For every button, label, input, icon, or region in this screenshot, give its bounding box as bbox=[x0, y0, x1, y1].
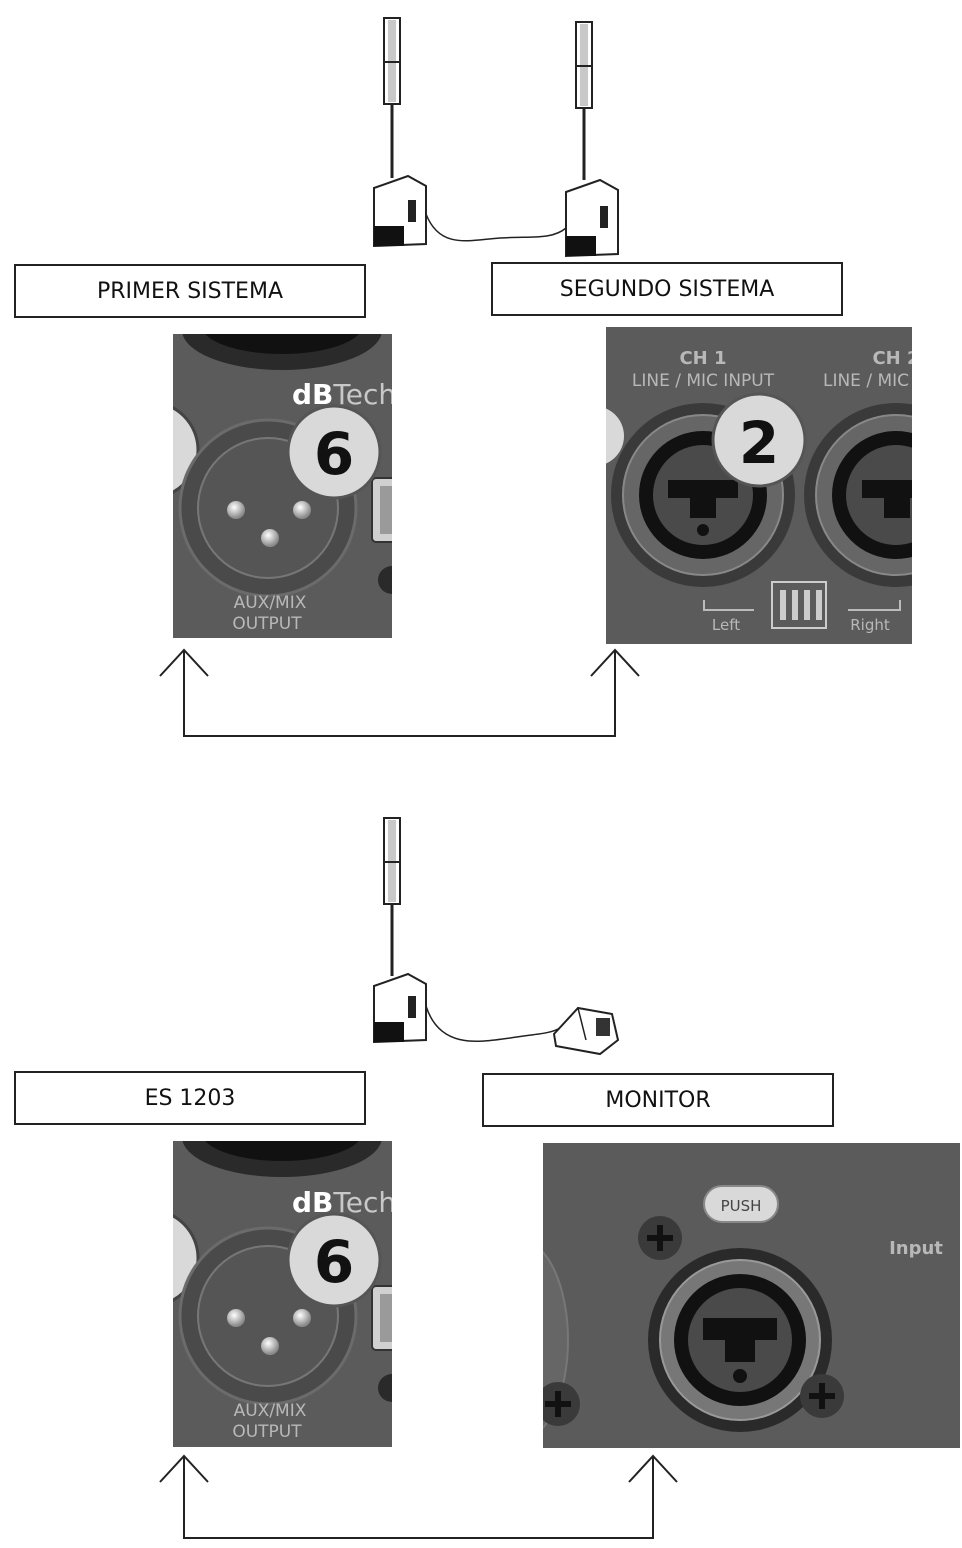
label-es-1203: ES 1203 bbox=[14, 1071, 366, 1125]
aux-output-label-line1-top: AUX/MIX bbox=[234, 593, 307, 613]
plus-icon-upper bbox=[647, 1225, 673, 1251]
label-primer-sistema-text: PRIMER SISTEMA bbox=[97, 278, 283, 304]
number-badge-2: 2 bbox=[739, 409, 779, 477]
label-primer-sistema: PRIMER SISTEMA bbox=[14, 264, 366, 318]
right-channel-label: Right bbox=[850, 616, 890, 634]
label-es-1203-text: ES 1203 bbox=[144, 1085, 236, 1111]
number-badge-6-top: 6 bbox=[314, 420, 354, 488]
brand-logo-2: dBTech bbox=[292, 1186, 396, 1219]
ch1-title: CH 1 bbox=[679, 348, 726, 369]
ch2-title: CH 2 bbox=[872, 348, 919, 369]
plus-icon-lower-left bbox=[545, 1391, 571, 1417]
plus-icon-lower-right bbox=[809, 1383, 835, 1409]
column-speaker-1 bbox=[373, 17, 427, 248]
column-speaker-2 bbox=[565, 21, 619, 258]
ch1-subtitle: LINE / MIC INPUT bbox=[632, 371, 775, 391]
brand-logo-1: dBTech bbox=[292, 378, 396, 411]
panel-line-mic-input bbox=[606, 327, 912, 644]
column-speaker-3 bbox=[373, 817, 427, 1044]
ch2-subtitle: LINE / MIC bbox=[823, 371, 909, 391]
aux-output-label-line1-bottom: AUX/MIX bbox=[234, 1401, 307, 1421]
label-segundo-sistema: SEGUNDO SISTEMA bbox=[491, 262, 843, 316]
left-channel-label: Left bbox=[712, 616, 740, 634]
input-label: Input bbox=[889, 1238, 943, 1259]
label-monitor-text: MONITOR bbox=[605, 1087, 711, 1113]
connection-arrow-top bbox=[159, 648, 640, 737]
panel-monitor-input bbox=[543, 1143, 960, 1448]
panel-aux-output-1 bbox=[173, 334, 392, 638]
speaker-link-cable-1 bbox=[425, 213, 567, 242]
monitor-link-cable bbox=[425, 1005, 561, 1043]
aux-output-label-line2-bottom: OUTPUT bbox=[232, 1422, 302, 1442]
label-segundo-sistema-text: SEGUNDO SISTEMA bbox=[559, 276, 775, 302]
number-badge-6-bottom: 6 bbox=[314, 1228, 354, 1296]
floor-monitor bbox=[552, 1006, 620, 1056]
push-label: PUSH bbox=[721, 1197, 762, 1215]
label-monitor: MONITOR bbox=[482, 1073, 834, 1127]
aux-output-label-line2-top: OUTPUT bbox=[232, 614, 302, 634]
connection-arrow-bottom bbox=[159, 1454, 678, 1539]
panel-aux-output-2 bbox=[173, 1141, 392, 1447]
